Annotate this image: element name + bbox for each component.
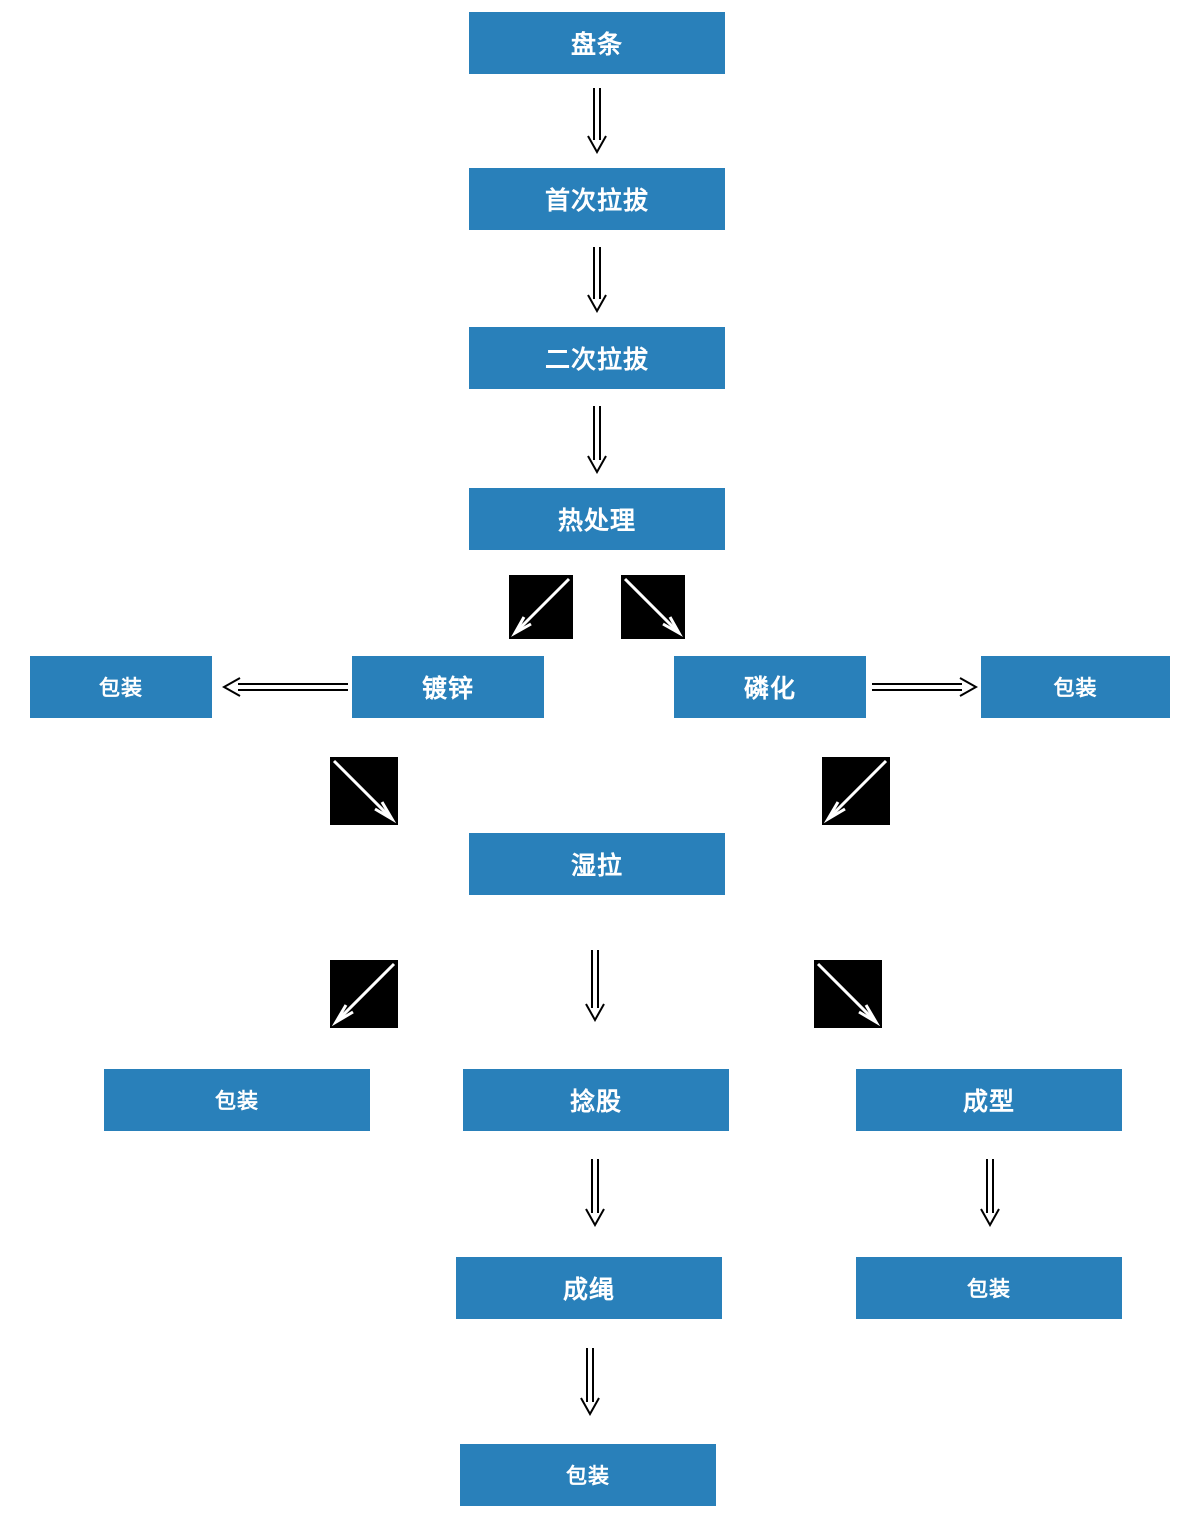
arrow-shila-to-baozhuang-left [330, 960, 398, 1028]
node-erci-laba[interactable]: 二次拉拔 [469, 327, 725, 389]
arrow-panel-tiao-to-shouci-laba [583, 88, 611, 154]
arrow-rechuli-to-linhua [621, 575, 685, 639]
node-baozhuang-right[interactable]: 包装 [981, 656, 1170, 718]
node-baozhuang-shila-left[interactable]: 包装 [104, 1069, 370, 1131]
node-label: 首次拉拔 [544, 187, 649, 215]
node-label: 捻股 [569, 1088, 622, 1116]
node-baozhuang-final[interactable]: 包装 [460, 1444, 716, 1506]
arrow-shila-to-niangu [581, 950, 609, 1022]
node-label: 热处理 [557, 507, 636, 535]
node-baozhuang-left[interactable]: 包装 [30, 656, 212, 718]
node-label: 湿拉 [570, 852, 623, 880]
arrow-shila-to-chengxing [814, 960, 882, 1028]
arrow-linhua-to-baozhuang-right [872, 673, 978, 701]
node-label: 包装 [1053, 677, 1098, 700]
node-chengsheng[interactable]: 成绳 [456, 1257, 722, 1319]
node-label: 包装 [215, 1090, 259, 1113]
node-shila[interactable]: 湿拉 [469, 833, 725, 895]
arrow-linhua-to-shila [822, 757, 890, 825]
node-label: 包装 [99, 677, 143, 700]
node-label: 二次拉拔 [544, 346, 649, 374]
arrow-chengxing-to-baozhuang [976, 1159, 1004, 1227]
arrow-erci-laba-to-rechuli [583, 406, 611, 474]
node-rechuli[interactable]: 热处理 [469, 488, 725, 550]
node-chengxing[interactable]: 成型 [856, 1069, 1122, 1131]
node-label: 镀锌 [421, 675, 474, 703]
node-label: 成型 [962, 1088, 1015, 1116]
node-label: 盘条 [570, 31, 623, 59]
node-label: 包装 [967, 1278, 1011, 1301]
node-linhua[interactable]: 磷化 [674, 656, 866, 718]
node-label: 成绳 [562, 1276, 615, 1304]
arrow-shouci-laba-to-erci-laba [583, 247, 611, 313]
arrow-duxin-to-baozhuang-left [222, 673, 348, 701]
arrow-duxin-to-shila [330, 757, 398, 825]
arrow-niangu-to-chengsheng [581, 1159, 609, 1227]
node-panel-tiao[interactable]: 盘条 [469, 12, 725, 74]
node-duxin[interactable]: 镀锌 [352, 656, 544, 718]
arrow-rechuli-to-duxin [509, 575, 573, 639]
node-label: 包装 [566, 1465, 610, 1488]
node-label: 磷化 [743, 675, 796, 703]
node-baozhuang-chengxing[interactable]: 包装 [856, 1257, 1122, 1319]
node-niangu[interactable]: 捻股 [463, 1069, 729, 1131]
node-shouci-laba[interactable]: 首次拉拔 [469, 168, 725, 230]
arrow-chengsheng-to-baozhuang-final [576, 1348, 604, 1416]
